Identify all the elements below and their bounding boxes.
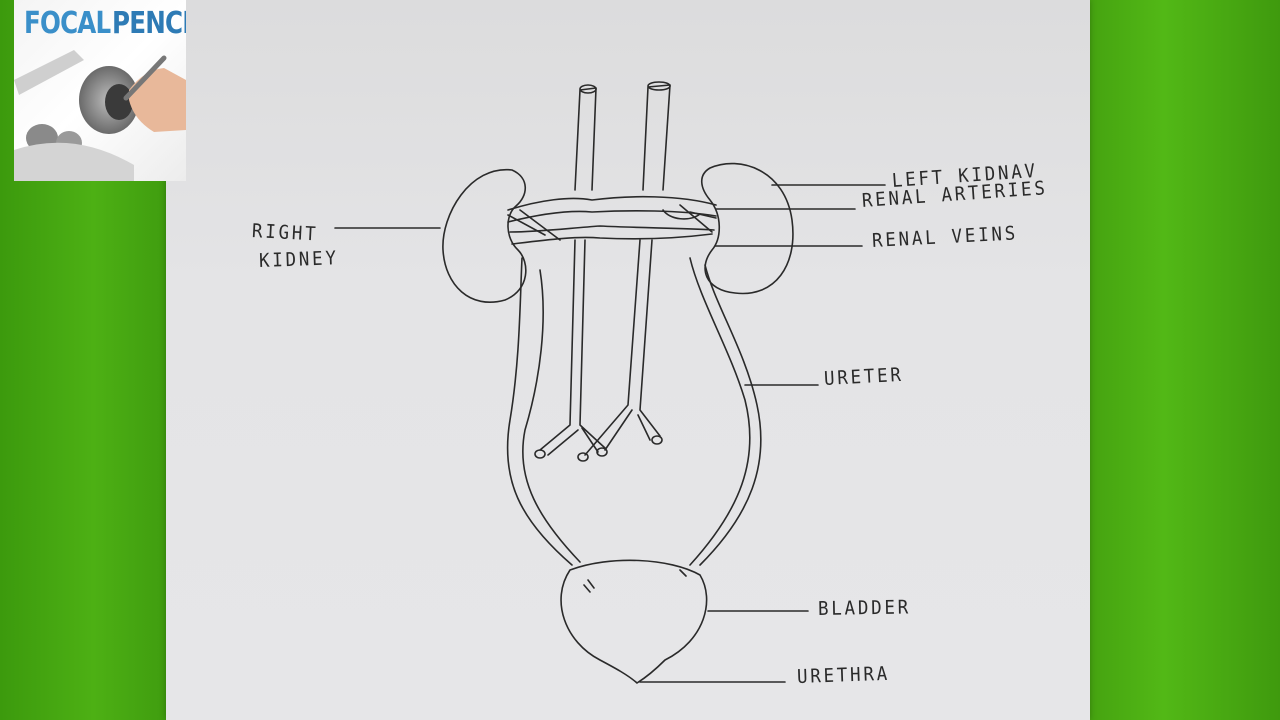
label-ureter: URETER <box>823 363 905 390</box>
logo-word-focal: FOCAL <box>24 6 111 41</box>
renal-arteries-upper <box>507 195 717 211</box>
label-urethra: URETHRA <box>796 662 891 688</box>
vena-cava-lower <box>584 239 661 456</box>
label-right-kidney-line1: RIGHT <box>251 220 319 246</box>
logo-word-pencil: PENCIL <box>112 6 186 41</box>
aorta-vessel <box>574 87 597 191</box>
left-ureter <box>689 257 751 566</box>
green-background-right <box>1086 0 1280 720</box>
logo-sketch-illustration <box>14 50 186 181</box>
label-right-kidney-line2: KIDNEY <box>258 247 340 272</box>
vena-cava-vessel <box>642 84 671 191</box>
bladder-shape <box>560 559 708 684</box>
right-ureter <box>506 257 573 566</box>
renal-veins-band <box>509 225 715 233</box>
label-bladder: BLADDER <box>817 596 912 620</box>
channel-logo: FOCAL PENCIL <box>14 0 186 181</box>
aorta-lower <box>539 239 606 456</box>
left-kidney-shape <box>700 162 794 295</box>
drawing-paper <box>166 0 1090 720</box>
right-kidney-shape <box>442 169 527 303</box>
